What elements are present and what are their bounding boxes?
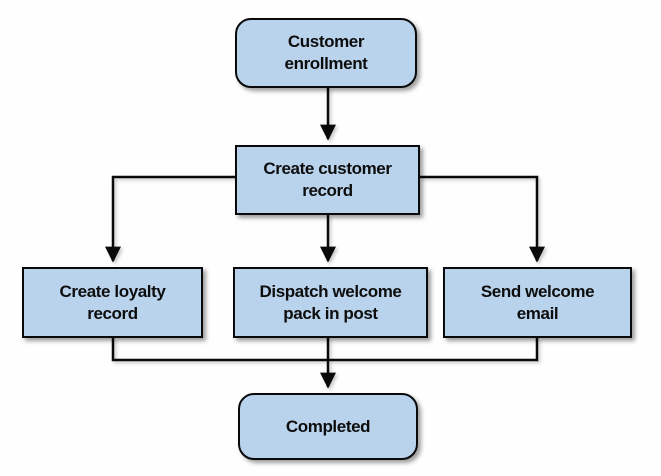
- edge-merge-line: [111, 338, 539, 362]
- node-label-line: record: [302, 181, 353, 200]
- node-create-loyalty-record: Create loyalty record: [22, 267, 203, 338]
- node-label-line: enrollment: [284, 54, 368, 73]
- node-create-customer-record: Create customer record: [235, 145, 420, 215]
- node-completed: Completed: [238, 393, 418, 460]
- node-send-welcome-email: Send welcome email: [443, 267, 632, 338]
- node-label-line: record: [87, 303, 138, 323]
- node-label-line: Create customer: [263, 159, 392, 179]
- node-customer-enrollment: Customer enrollment: [235, 18, 417, 88]
- node-label-line: Customer: [287, 32, 365, 52]
- edge-create-record-to-loyalty: [105, 175, 235, 263]
- node-label-line: Send welcome: [480, 281, 595, 301]
- edge-create-record-to-email: [420, 175, 545, 263]
- node-label-line: email: [516, 303, 559, 323]
- node-label-line: Dispatch welcome: [259, 281, 402, 301]
- node-dispatch-welcome-pack: Dispatch welcome pack in post: [233, 267, 428, 338]
- node-label-line: Create loyalty: [59, 281, 166, 301]
- node-label-line: Completed: [285, 416, 371, 436]
- node-label-line: pack in post: [283, 303, 378, 323]
